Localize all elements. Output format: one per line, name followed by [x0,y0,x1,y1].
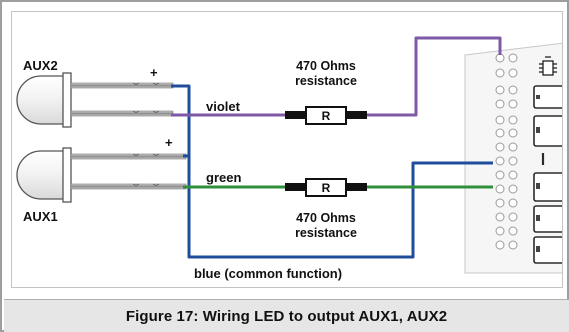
decoder-component-marks [536,95,540,252]
wire-blue [171,84,493,259]
figure-caption: Figure 17: Wiring LED to output AUX1, AU… [125,307,448,325]
resistor-top-desc: resistance [295,74,357,88]
led-aux2-label: AUX2 [23,58,58,73]
resistor-bottom-value: 470 Ohms [296,211,356,225]
led-aux2 [16,72,174,128]
resistor-bottom: R [285,178,367,197]
wire-blue-label: blue (common function) [194,266,342,281]
resistor-top-symbol: R [322,109,331,123]
decoder-components [533,85,562,264]
figure-caption-bar: Figure 17: Wiring LED to output AUX1, AU… [4,299,569,332]
wiring-diagram-svg: R R AUX2 AUX1 + + violet green blue (com… [16,36,562,281]
wire-green-label: green [206,170,241,185]
wire-violet-label: violet [206,99,241,114]
resistor-bottom-symbol: R [322,181,331,195]
resistor-bottom-desc: resistance [295,226,357,240]
chip-icon [539,56,557,76]
plus-sign-top: + [150,65,158,80]
led-aux1 [16,147,187,203]
wiring-diagram: R R AUX2 AUX1 + + violet green blue (com… [11,11,563,288]
decoder-board [464,42,562,274]
resistor-top: R [285,106,367,125]
wire-violet [171,36,502,117]
resistor-top-value: 470 Ohms [296,59,356,73]
plus-sign-bottom: + [165,135,173,150]
decoder-pin-holes [495,53,518,250]
led-aux1-label: AUX1 [23,209,58,224]
